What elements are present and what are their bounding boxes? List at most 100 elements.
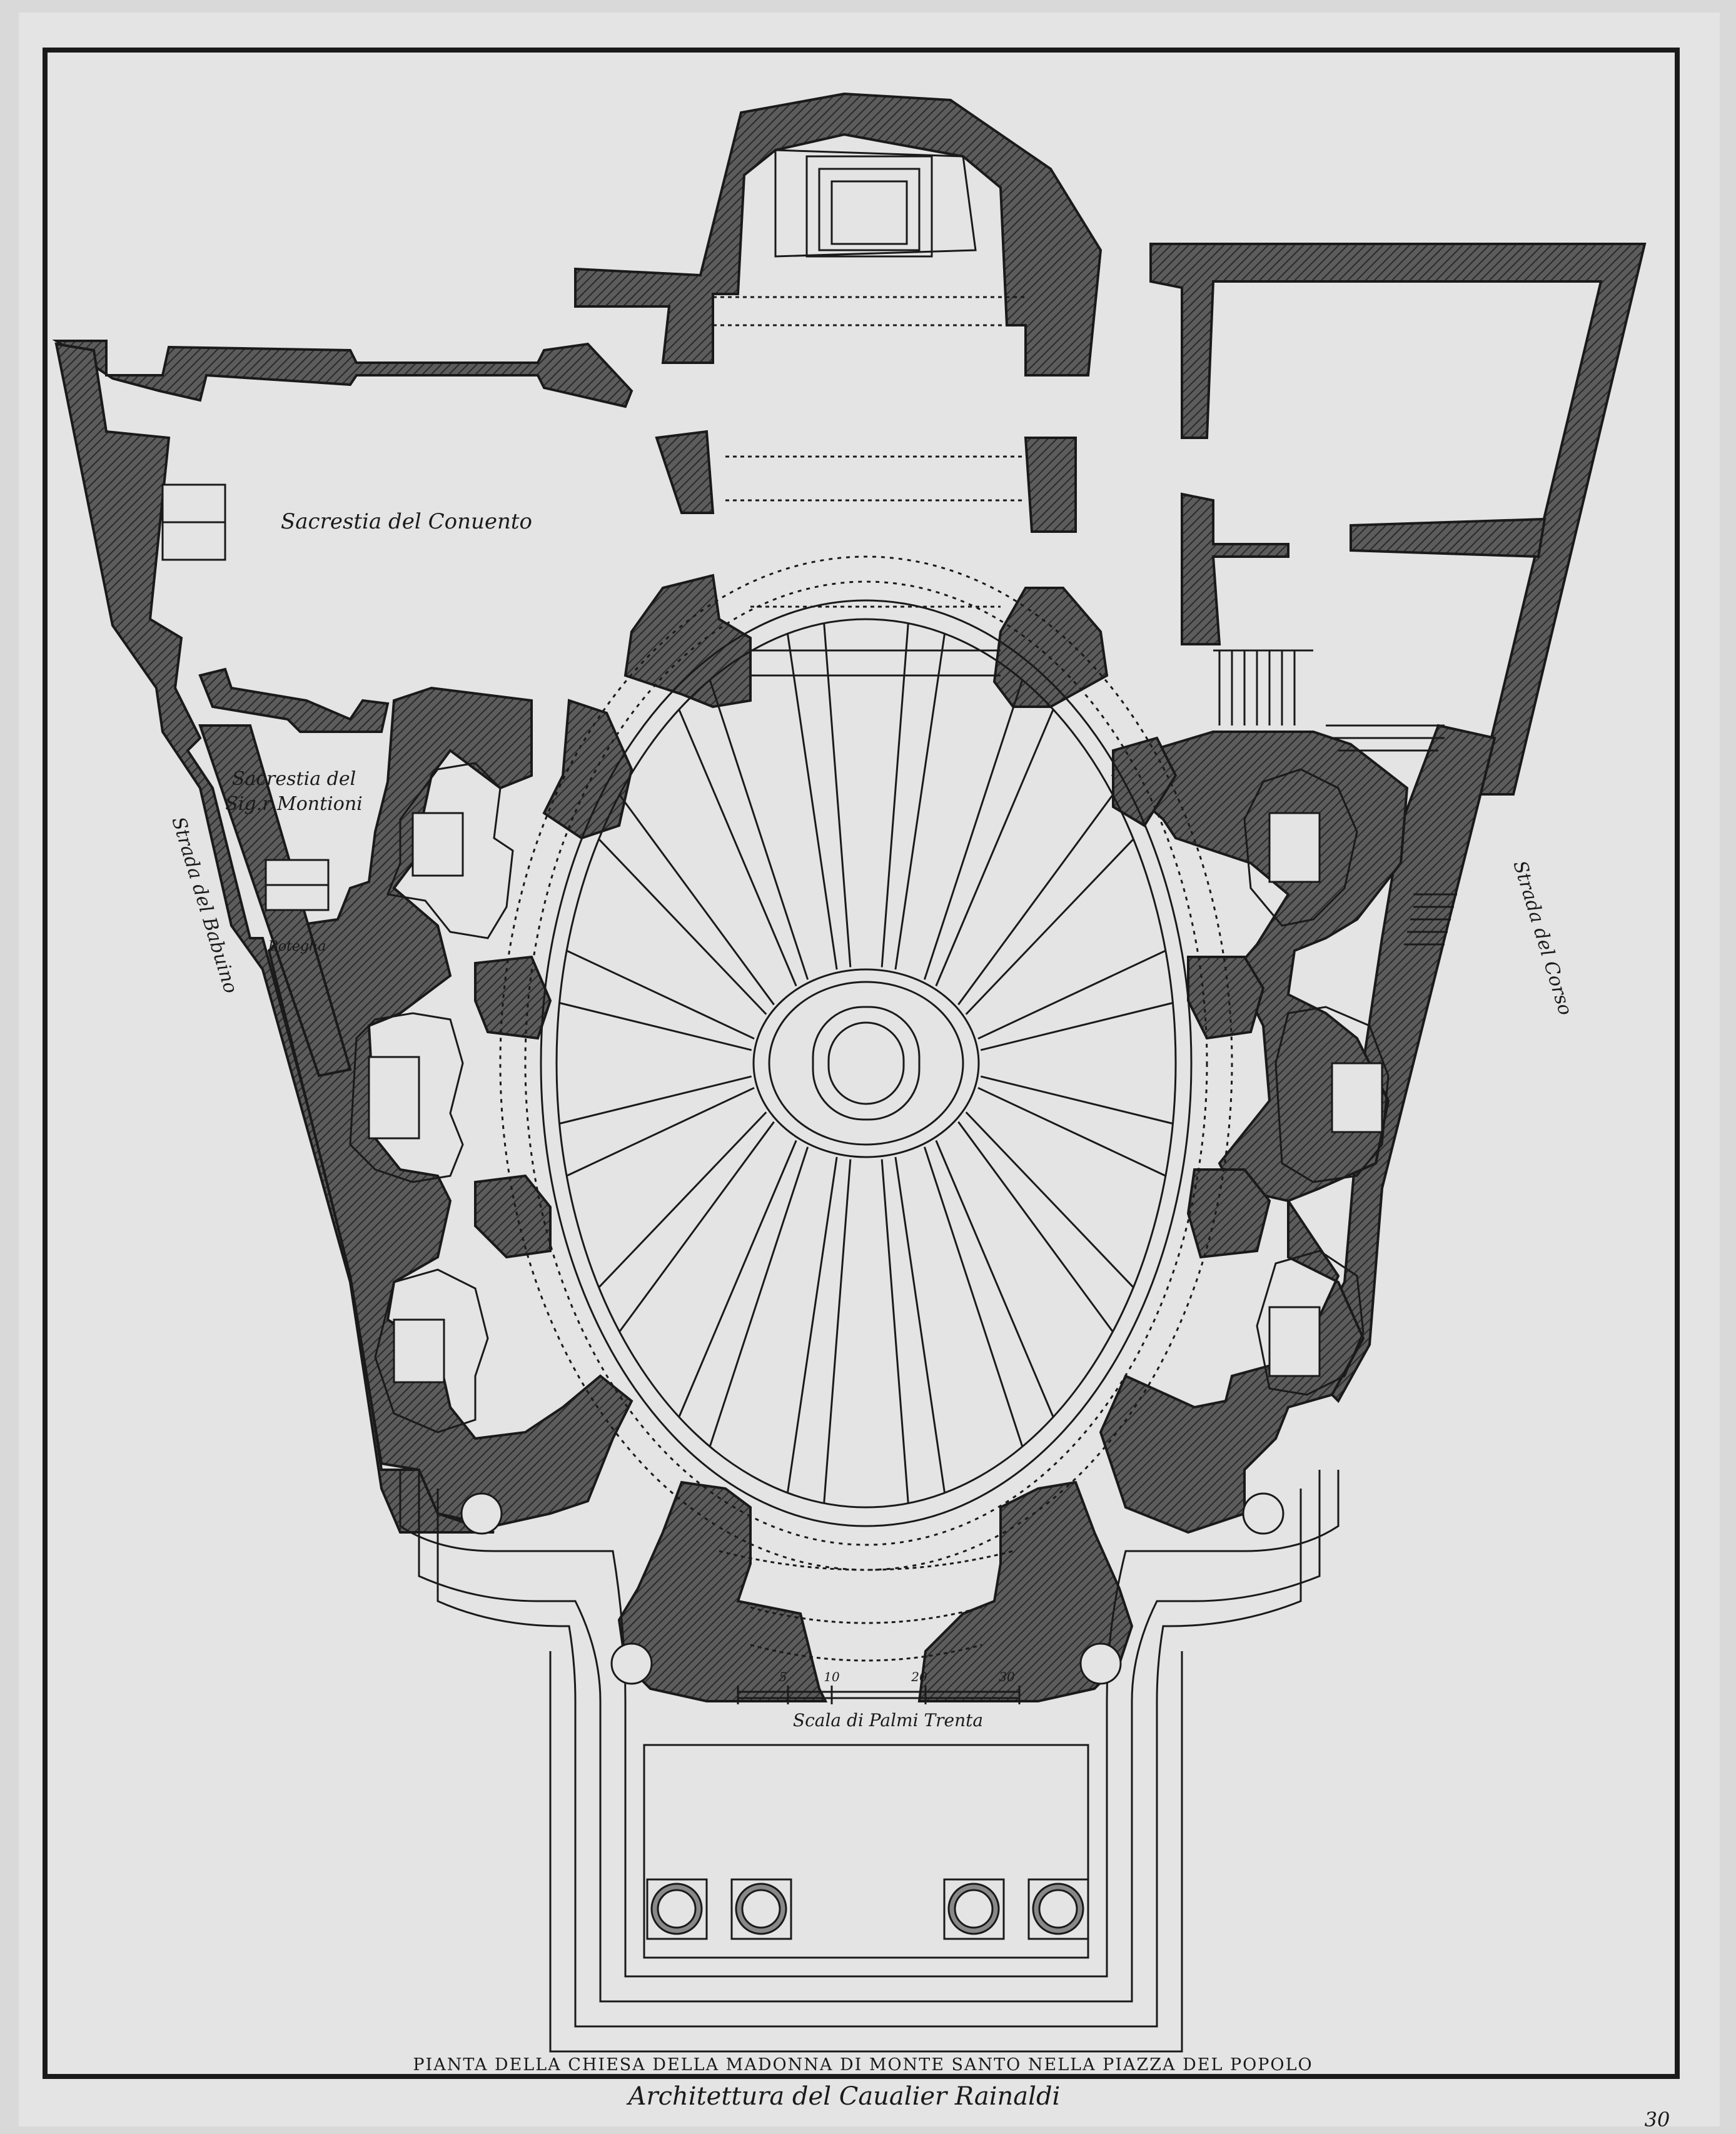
floor-rib: [566, 949, 755, 1040]
scale-tick: 30: [999, 1669, 1015, 1684]
convent-wall-top: [52, 340, 633, 408]
scale-tick: 10: [824, 1669, 840, 1684]
scale-tick: 5: [779, 1669, 787, 1684]
floor-rib: [935, 1140, 1054, 1418]
floor-rib: [965, 1111, 1134, 1288]
left-outer-wall: [54, 342, 495, 1534]
right-chapels-mass: [1099, 731, 1409, 1534]
scale-tick: 20: [911, 1669, 927, 1684]
page-number: 30: [1645, 2108, 1670, 2131]
label-bottega: Botegha: [268, 939, 326, 954]
niche-right-2: [1079, 1642, 1122, 1685]
forecourt-step-1: [399, 1470, 1340, 1978]
altar-chapel-left-2: [368, 1056, 420, 1140]
altar-chapel-left-3: [393, 1318, 445, 1383]
nave-floor-ribs: [559, 623, 1173, 1504]
altar-chapel-right-2: [1331, 1062, 1383, 1133]
chapel-right-3: [1256, 1250, 1365, 1396]
altar-steps-mid: [818, 168, 921, 251]
floor-rib: [618, 794, 775, 1006]
floor-rib: [923, 679, 1024, 980]
plate-title: PIANTA DELLA CHIESA DELLA MADONNA DI MON…: [413, 2055, 1313, 2075]
floor-rib: [598, 838, 767, 1015]
forecourt-floor: [643, 1744, 1089, 1959]
floor-rib: [935, 709, 1054, 987]
floor-rib: [977, 1086, 1166, 1177]
nave-floor-outer: [540, 599, 1193, 1527]
central-oval-mid: [768, 981, 964, 1146]
presbytery-pier-right: [1024, 437, 1077, 533]
nave-dotted-inner: [524, 580, 1208, 1546]
floor-rib: [881, 1159, 909, 1504]
forecourt-step-3: [437, 1489, 1302, 2028]
forecourt-step-4: [549, 1651, 1183, 2053]
floor-rib: [559, 1075, 752, 1125]
walls: [52, 92, 1647, 1702]
presbytery-pier-left: [655, 430, 715, 514]
floor-rib: [923, 1146, 1024, 1447]
floor-rib: [709, 679, 809, 980]
floor-rib: [894, 1156, 946, 1494]
paper-sheet: [19, 13, 1720, 2126]
floor-rib: [678, 709, 797, 987]
floor-rib: [965, 838, 1134, 1015]
outlines: [349, 149, 1457, 2053]
crossing-pier-left-small: [542, 699, 633, 840]
floor-rib: [980, 1075, 1173, 1125]
scale-bar: [737, 1686, 1021, 1704]
altar-chapel-left-1: [411, 812, 464, 877]
chapel-left-2: [349, 1012, 464, 1183]
floor-rib: [598, 1111, 767, 1288]
crossing-pier-left-top: [623, 574, 752, 709]
label-sacrestia-montioni-1: Sacrestia del: [232, 768, 356, 790]
label-sacrestia-montioni-2: Sig.r Montioni: [225, 793, 363, 815]
chapel-left-3: [374, 1268, 489, 1434]
portico-columns: [460, 1492, 1284, 1940]
right-stairs: [1213, 649, 1457, 946]
right-block-inner-2: [1350, 517, 1547, 559]
central-oval-outer: [752, 968, 980, 1158]
floor-rib: [678, 1140, 797, 1418]
label-sacrestia-convento: Sacrestia del Conuento: [281, 509, 532, 534]
plate-subtitle: Architettura del Caualier Rainaldi: [626, 2082, 1061, 2111]
pilaster-right-lower: [1186, 1168, 1271, 1259]
scale-caption: Scala di Palmi Trenta: [793, 1710, 983, 1731]
altars: [161, 483, 1383, 1383]
nave-dotted-outer: [499, 555, 1233, 1571]
floor-rib: [823, 623, 852, 968]
forecourt-step-2: [418, 1470, 1321, 2003]
floor-rib: [977, 949, 1166, 1040]
floor-rib: [823, 1159, 852, 1504]
floor-rib: [566, 1086, 755, 1177]
right-block-inner: [1181, 492, 1289, 645]
scale-ticks: 5 10 20 30: [779, 1669, 1015, 1684]
floor-rib: [980, 1002, 1173, 1051]
floor-rib: [787, 633, 838, 970]
floor-rib: [957, 794, 1114, 1006]
pilaster-left-upper: [474, 955, 552, 1040]
altar-chapel-right-3: [1268, 1306, 1321, 1377]
altar-chapel-right-1: [1268, 812, 1321, 883]
plate-border: [43, 48, 1680, 2079]
altar-steps-outer: [805, 155, 933, 258]
central-oval-core: [827, 1021, 905, 1105]
floor-rib: [894, 633, 946, 970]
apse-inner: [774, 149, 977, 258]
central-oval-inner: [812, 1006, 921, 1121]
niche-right-1: [1242, 1492, 1284, 1535]
pilaster-left-lower: [474, 1174, 552, 1259]
chapel-right-2: [1274, 1006, 1390, 1183]
floor-rib: [559, 1002, 752, 1051]
niche-left-1: [460, 1492, 503, 1535]
floor-rib: [787, 1156, 838, 1494]
chapel-left-1: [386, 762, 514, 939]
floor-rib: [881, 623, 909, 968]
nave-floor-inner: [555, 618, 1177, 1509]
floor-rib: [957, 1121, 1114, 1333]
altar-steps-inner: [830, 180, 908, 245]
right-block-wall: [1149, 243, 1647, 796]
entrance-pier-right: [917, 1480, 1134, 1702]
niche-left-2: [610, 1642, 653, 1685]
sacristy-left-wall: [198, 667, 390, 733]
